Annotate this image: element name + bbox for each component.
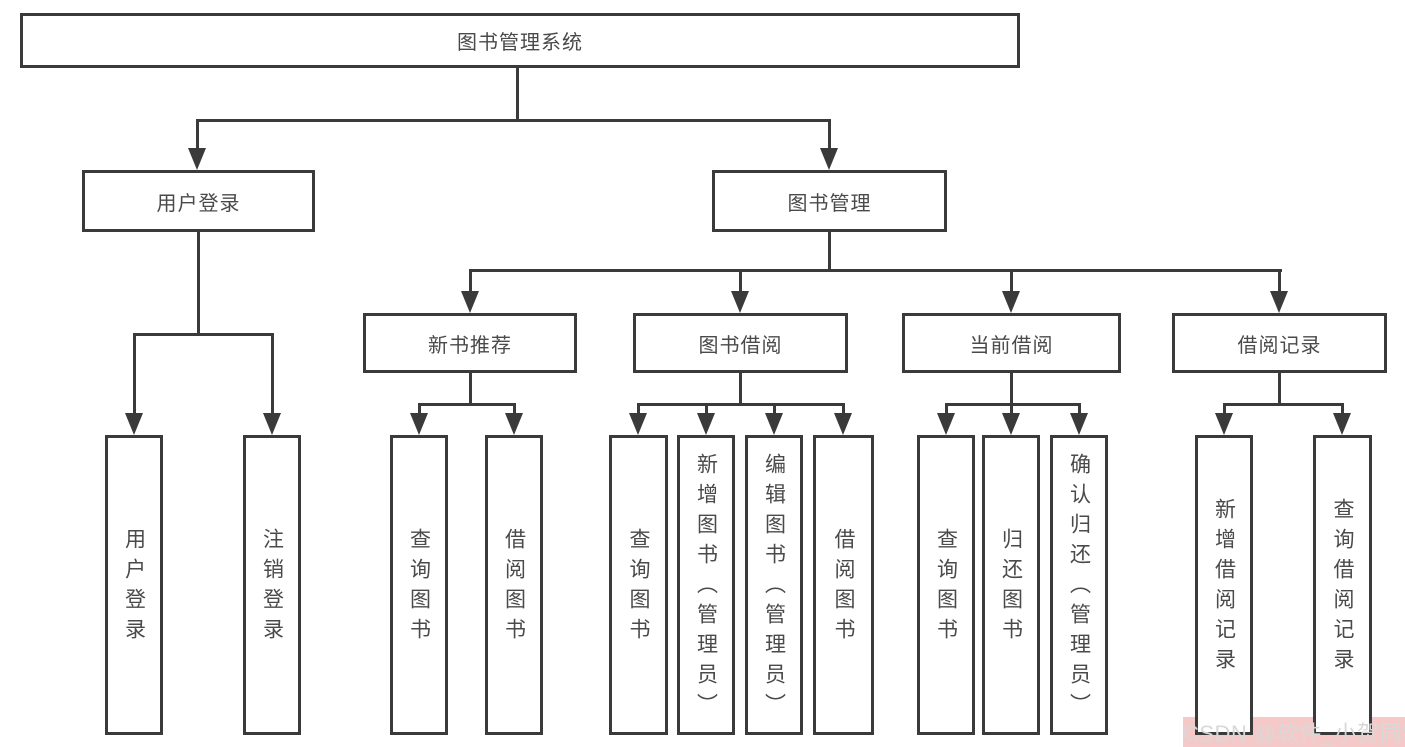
connector-line — [1278, 373, 1281, 406]
node-library-management-system: 图书管理系统 — [20, 13, 1020, 68]
leaf-query-books: 查询图书 — [917, 435, 975, 735]
watermark-text: CSDN @软件_小贺同学 — [1183, 721, 1405, 746]
connector-line — [196, 119, 831, 122]
connector-line — [1010, 269, 1013, 295]
arrow-down-icon — [505, 413, 523, 435]
connector-line — [1010, 403, 1013, 415]
connector-line — [469, 373, 472, 406]
arrow-down-icon — [1002, 291, 1020, 313]
leaf-user-login: 用户登录 — [105, 435, 163, 735]
arrow-down-icon — [820, 148, 838, 170]
connector-line — [1341, 403, 1344, 415]
connector-line — [705, 403, 708, 415]
node-book-management: 图书管理 — [712, 170, 947, 232]
leaf-borrow-books: 借阅图书 — [813, 435, 874, 735]
connector-line — [513, 403, 516, 415]
connector-line — [469, 269, 472, 295]
connector-line — [945, 403, 948, 415]
connector-line — [133, 333, 136, 415]
connector-line — [828, 119, 831, 150]
connector-line — [516, 68, 519, 122]
arrow-down-icon — [765, 413, 783, 435]
arrow-down-icon — [1270, 291, 1288, 313]
connector-line — [637, 403, 845, 406]
arrow-down-icon — [697, 413, 715, 435]
connector-line — [469, 269, 1282, 272]
arrow-down-icon — [937, 413, 955, 435]
leaf-edit-book-admin: 编辑图书（管理员） — [745, 435, 803, 735]
leaf-confirm-return-admin: 确认归还（管理员） — [1050, 435, 1108, 735]
arrow-down-icon — [410, 413, 428, 435]
node-user-login: 用户登录 — [82, 170, 315, 232]
arrow-down-icon — [834, 413, 852, 435]
leaf-logout: 注销登录 — [243, 435, 301, 735]
connector-line — [1078, 403, 1081, 415]
arrow-down-icon — [1215, 413, 1233, 435]
arrow-down-icon — [1333, 413, 1351, 435]
node-new-book-recommend: 新书推荐 — [363, 313, 577, 373]
connector-line — [196, 119, 199, 150]
connector-line — [418, 403, 516, 406]
arrow-down-icon — [263, 413, 281, 435]
leaf-query-books: 查询图书 — [390, 435, 448, 735]
connector-line — [1278, 269, 1281, 295]
arrow-down-icon — [1070, 413, 1088, 435]
connector-line — [945, 403, 1081, 406]
connector-line — [271, 333, 274, 415]
leaf-query-books: 查询图书 — [609, 435, 668, 735]
connector-line — [773, 403, 776, 415]
connector-line — [739, 373, 742, 406]
arrow-down-icon — [731, 291, 749, 313]
connector-line — [842, 403, 845, 415]
connector-line — [739, 269, 742, 295]
leaf-borrow-books: 借阅图书 — [485, 435, 543, 735]
connector-line — [828, 232, 831, 272]
arrow-down-icon — [1002, 413, 1020, 435]
arrow-down-icon — [188, 148, 206, 170]
leaf-return-book: 归还图书 — [982, 435, 1040, 735]
leaf-add-book-admin: 新增图书（管理员） — [677, 435, 735, 735]
leaf-add-borrow-record: 新增借阅记录 — [1195, 435, 1253, 735]
connector-line — [637, 403, 640, 415]
connector-line — [1010, 373, 1013, 406]
leaf-query-borrow-record: 查询借阅记录 — [1313, 435, 1372, 735]
arrow-down-icon — [629, 413, 647, 435]
connector-line — [1223, 403, 1226, 415]
connector-line — [1223, 403, 1344, 406]
connector-line — [197, 232, 200, 336]
node-borrow-records: 借阅记录 — [1172, 313, 1387, 373]
connector-line — [133, 333, 274, 336]
node-book-borrow: 图书借阅 — [633, 313, 848, 373]
connector-line — [418, 403, 421, 415]
arrow-down-icon — [125, 413, 143, 435]
arrow-down-icon — [461, 291, 479, 313]
node-current-borrow: 当前借阅 — [902, 313, 1121, 373]
